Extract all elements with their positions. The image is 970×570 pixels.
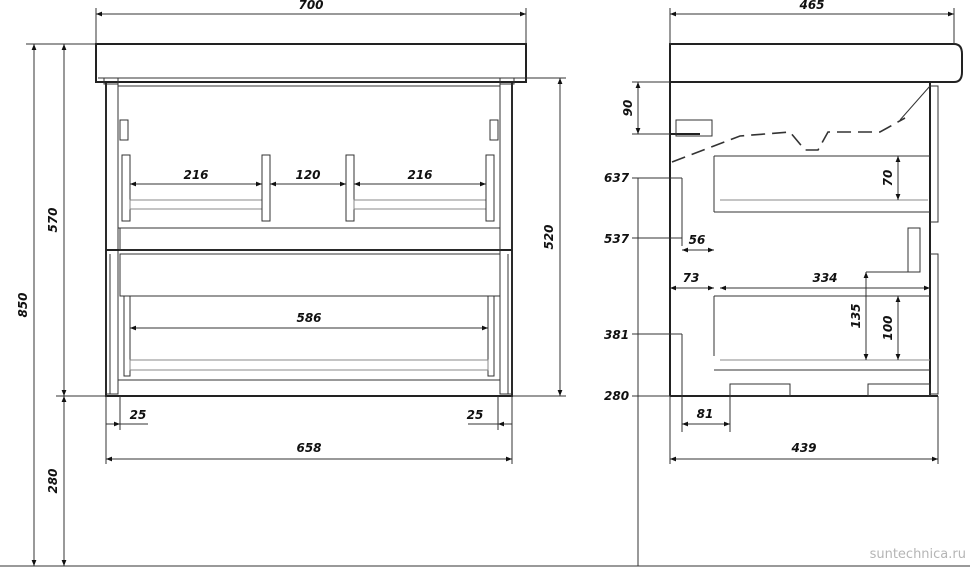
dim-offset-73: 73 [683, 271, 700, 285]
front-countertop [95, 43, 527, 83]
dim-left-offset: 25 [130, 408, 147, 422]
dim-overall-width: 700 [298, 0, 323, 12]
front-view [95, 43, 527, 397]
dim-bottom-drawer-inner: 586 [296, 311, 321, 325]
dim-right-offset: 25 [467, 408, 484, 422]
dim-cabinet-height: 570 [46, 207, 60, 232]
dim-offset-81: 81 [697, 407, 714, 421]
dim-top-drawer-left: 216 [183, 168, 208, 182]
dim-level-381: 381 [604, 328, 629, 342]
dim-body-depth: 439 [790, 441, 816, 455]
dim-body-width: 658 [296, 441, 321, 455]
dim-level-280: 280 [604, 389, 629, 403]
watermark: suntechnica.ru [870, 547, 966, 562]
side-dimensions: 465 90 637 537 381 280 70 56 73 334 135 [604, 0, 955, 566]
front-dimensions: 700 850 570 280 520 216 120 216 586 25 [16, 0, 566, 566]
dim-bottom-drawer-outer: 135 [849, 303, 863, 328]
dim-siphon-cutout: 90 [621, 100, 635, 117]
front-cabinet-body [105, 81, 513, 397]
dim-total-height: 850 [16, 292, 30, 317]
dim-bottom-drawer-inner: 100 [881, 315, 895, 340]
dim-overall-depth: 465 [798, 0, 824, 12]
dim-offset-56: 56 [689, 233, 706, 247]
dim-level-637: 637 [604, 171, 630, 185]
side-view [669, 43, 963, 397]
side-countertop [669, 43, 963, 83]
dim-level-537: 537 [604, 232, 630, 246]
dim-body-height: 520 [542, 224, 556, 249]
dim-leg-height: 280 [46, 468, 60, 493]
dim-drawer-depth: 334 [812, 271, 837, 285]
dim-top-drawer-right: 216 [407, 168, 432, 182]
dim-top-drawer-gap: 120 [295, 168, 320, 182]
dim-top-drawer-height: 70 [881, 170, 895, 187]
